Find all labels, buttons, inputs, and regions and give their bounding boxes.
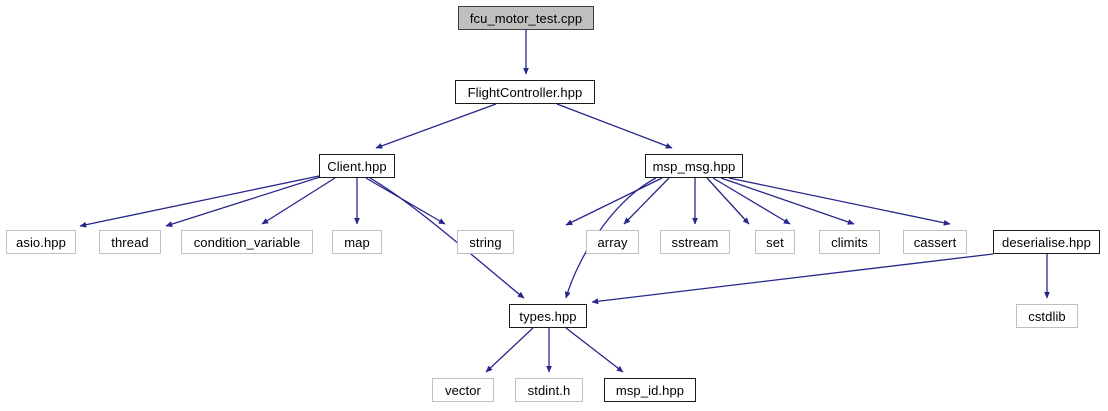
graph-edge xyxy=(706,177,750,225)
graph-node-stdint[interactable]: stdint.h xyxy=(515,378,583,402)
graph-node-label: Client.hpp xyxy=(327,158,387,174)
graph-node-map[interactable]: map xyxy=(332,230,382,254)
graph-node-label: string xyxy=(469,234,502,250)
graph-node-vector[interactable]: vector xyxy=(432,378,494,402)
graph-edge xyxy=(375,103,497,149)
graph-node-label: msp_msg.hpp xyxy=(652,158,736,174)
graph-node-set[interactable]: set xyxy=(755,230,795,254)
graph-node-sstream[interactable]: sstream xyxy=(660,230,730,254)
graph-edge xyxy=(720,177,855,225)
graph-node-label: fcu_motor_test.cpp xyxy=(469,10,583,26)
graph-edge xyxy=(712,177,791,225)
graph-node-msp_id[interactable]: msp_id.hpp xyxy=(604,378,696,402)
graph-node-asio[interactable]: asio.hpp xyxy=(6,230,76,254)
graph-edge xyxy=(365,177,446,225)
graph-node-label: condition_variable xyxy=(193,234,301,250)
graph-edge xyxy=(556,103,673,149)
graph-node-thread[interactable]: thread xyxy=(99,230,161,254)
graph-node-array[interactable]: array xyxy=(586,230,639,254)
graph-node-label: sstream xyxy=(671,234,719,250)
graph-node-condition_variable[interactable]: condition_variable xyxy=(181,230,313,254)
graph-edge xyxy=(591,253,994,305)
graph-edge xyxy=(565,177,663,226)
graph-node-client[interactable]: Client.hpp xyxy=(319,154,395,178)
graph-node-label: map xyxy=(344,234,370,250)
graph-node-label: vector xyxy=(444,382,481,398)
graph-edge xyxy=(565,327,624,373)
graph-edge xyxy=(261,177,336,225)
graph-edge xyxy=(623,177,670,225)
graph-node-label: deserialise.hpp xyxy=(1002,234,1091,250)
graph-node-label: asio.hpp xyxy=(16,234,66,250)
graph-node-fcu_motor_test: fcu_motor_test.cpp xyxy=(458,6,594,30)
graph-node-string[interactable]: string xyxy=(457,230,514,254)
graph-node-msp_msg[interactable]: msp_msg.hpp xyxy=(645,154,743,178)
graph-node-label: stdint.h xyxy=(527,382,571,398)
graph-edge xyxy=(165,176,321,227)
graph-edge xyxy=(728,177,951,226)
graph-node-deserialise[interactable]: deserialise.hpp xyxy=(993,230,1100,254)
graph-node-label: climits xyxy=(831,234,868,250)
graph-node-climits[interactable]: climits xyxy=(819,230,880,254)
graph-node-label: thread xyxy=(111,234,149,250)
graph-node-label: array xyxy=(597,234,628,250)
graph-node-types[interactable]: types.hpp xyxy=(509,304,587,328)
graph-node-label: set xyxy=(766,234,784,250)
graph-node-label: msp_id.hpp xyxy=(615,382,685,398)
graph-node-label: cassert xyxy=(913,234,957,250)
graph-edge xyxy=(79,175,320,228)
graph-node-label: FlightController.hpp xyxy=(467,84,583,100)
graph-edge xyxy=(485,327,534,373)
graph-node-label: types.hpp xyxy=(519,308,577,324)
graph-node-cassert[interactable]: cassert xyxy=(903,230,967,254)
graph-node-cstdlib[interactable]: cstdlib xyxy=(1016,304,1078,328)
graph-node-label: cstdlib xyxy=(1028,308,1066,324)
graph-node-flightcontroller[interactable]: FlightController.hpp xyxy=(455,80,595,104)
